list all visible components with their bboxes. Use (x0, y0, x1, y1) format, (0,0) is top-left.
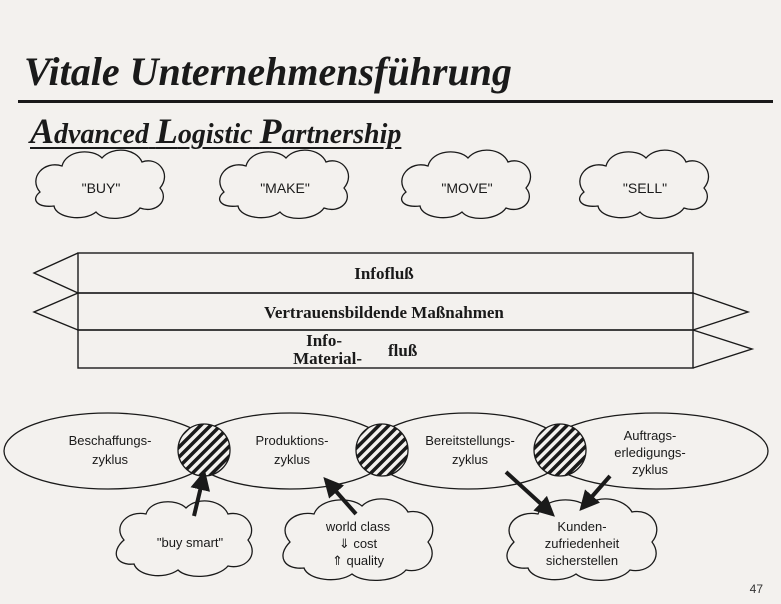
cost-label: ⇓ cost (339, 536, 378, 551)
auftrag-label-3: zyklus (632, 462, 669, 477)
page-title: Vitale Unternehmensführung (24, 49, 512, 94)
vertrauen-label: Vertrauensbildende Maßnahmen (264, 303, 504, 322)
beschaffung-label-1: Beschaffungs- (69, 433, 152, 448)
subtitle-a-rest: dvanced (54, 119, 149, 150)
overlap-1 (177, 423, 231, 477)
auftrag-label-1: Auftrags- (624, 428, 677, 443)
subtitle-l-initial: L (155, 111, 178, 151)
beschaffung-label-2: zyklus (92, 452, 129, 467)
move-label: "MOVE" (441, 180, 492, 196)
sell-label: "SELL" (623, 180, 667, 196)
kunden-label-1: Kunden- (557, 519, 606, 534)
arrow-auftrag-kunden (579, 474, 612, 512)
buy-smart-cloud (115, 500, 253, 577)
subtitle: Advanced Logistic Partnership (30, 110, 401, 152)
make-label: "MAKE" (260, 180, 310, 196)
title-rule (18, 100, 773, 103)
fluss-label: fluß (388, 341, 418, 360)
subtitle-p-initial: P (259, 111, 282, 151)
buy-label: "BUY" (82, 180, 121, 196)
bereitstellung-label-1: Bereitstellungs- (425, 433, 515, 448)
world-class-cloud (282, 498, 434, 581)
infofluss-arrow-left (32, 252, 79, 294)
subtitle-l-rest: ogistic (177, 119, 253, 150)
world-class-label: world class (325, 519, 391, 534)
info-material-band (77, 329, 694, 369)
produktion-label-2: zyklus (274, 452, 311, 467)
subtitle-a-initial: A (30, 111, 55, 151)
infofluss-label: Infofluß (354, 264, 414, 283)
arrow-bereitstellung-kunden (504, 470, 555, 517)
kunden-label-2: zufriedenheit (545, 536, 620, 551)
move-cloud (401, 149, 532, 219)
material-prefix-label: Material- (293, 349, 362, 368)
arrow-world-class (323, 477, 358, 516)
quality-label: ⇑ quality (332, 553, 385, 568)
material-arrow-right (692, 329, 755, 369)
subtitle-p-rest: artnership (281, 119, 402, 150)
sell-cloud (579, 149, 710, 219)
auftrag-label-2: erledigungs- (614, 445, 686, 460)
page-number: 47 (749, 582, 763, 596)
buy-cloud (35, 149, 166, 219)
overlap-3 (533, 423, 587, 477)
arrow-buy-smart (190, 470, 211, 517)
make-cloud (219, 149, 350, 219)
bereitstellung-label-2: zyklus (452, 452, 489, 467)
produktion-label-1: Produktions- (256, 433, 329, 448)
vertrauen-arrow-right (692, 292, 751, 331)
vertrauen-arrow-left (32, 292, 79, 331)
buy-smart-label: "buy smart" (157, 535, 224, 550)
info-prefix-label: Info- (306, 331, 342, 350)
overlap-2 (355, 423, 409, 477)
kunden-label-3: sicherstellen (546, 553, 618, 568)
